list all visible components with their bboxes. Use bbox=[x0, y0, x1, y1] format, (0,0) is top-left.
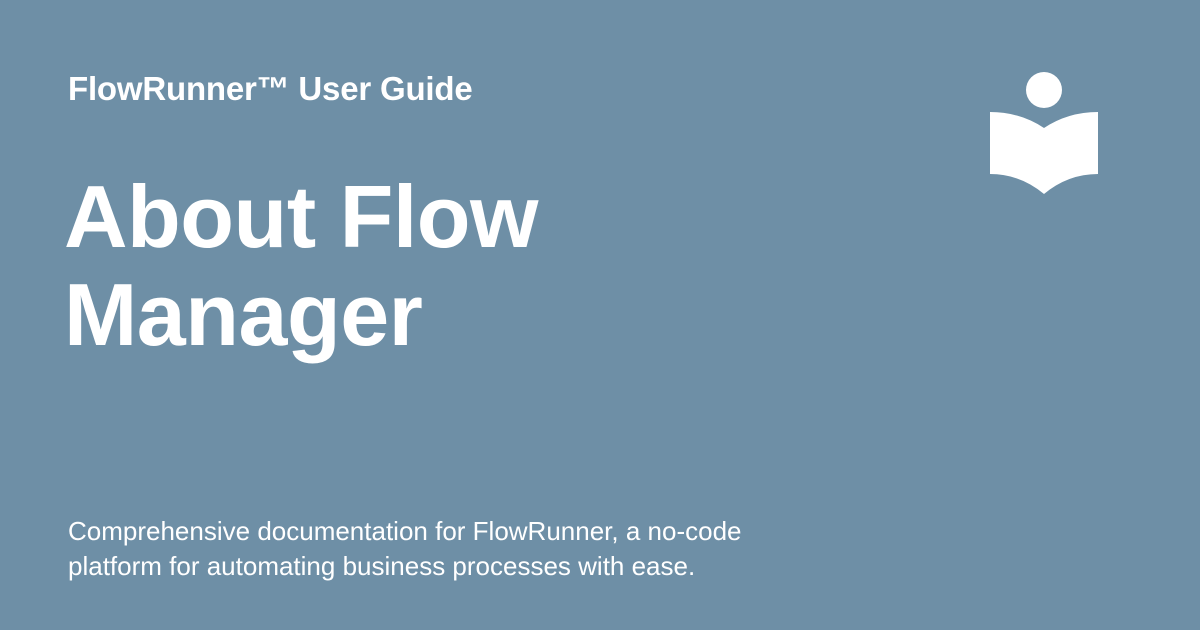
guide-name: FlowRunner™ User Guide bbox=[68, 70, 473, 107]
page-title: About Flow Manager bbox=[64, 167, 538, 364]
reader-book-icon bbox=[990, 72, 1098, 194]
page-description: Comprehensive documentation for FlowRunn… bbox=[68, 516, 742, 581]
